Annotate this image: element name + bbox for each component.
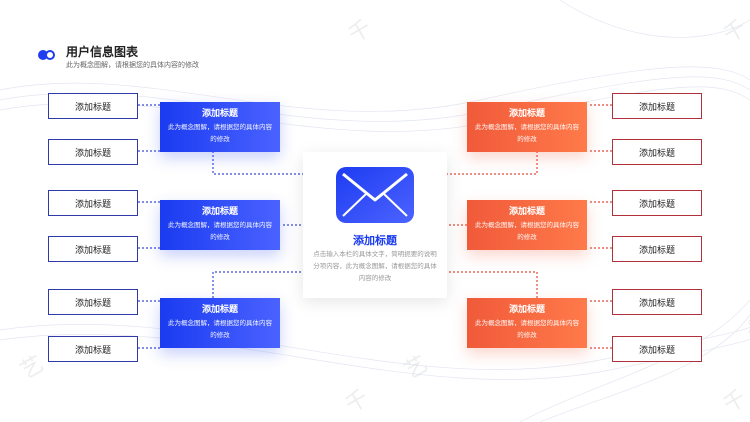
right-card-3: 添加标题 此为概念图解，请根据您的具体内容的修改 — [467, 298, 587, 348]
left-tag-6: 添加标题 — [48, 336, 138, 362]
left-tag-3: 添加标题 — [48, 190, 138, 216]
card-desc: 此为概念图解，请根据您的具体内容的修改 — [475, 123, 579, 143]
card-title: 添加标题 — [201, 109, 238, 119]
right-tag-3: 添加标题 — [612, 190, 702, 216]
right-tag-5: 添加标题 — [612, 289, 702, 315]
left-card-3: 添加标题 此为概念图解，请根据您的具体内容的修改 — [160, 298, 280, 348]
card-desc: 此为概念图解，请根据您的具体内容的修改 — [475, 319, 579, 339]
left-tag-5: 添加标题 — [48, 289, 138, 315]
card-desc: 此为概念图解，请根据您的具体内容的修改 — [168, 221, 272, 241]
right-tag-2: 添加标题 — [612, 139, 702, 165]
card-title: 添加标题 — [201, 305, 238, 315]
card-desc: 此为概念图解，请根据您的具体内容的修改 — [168, 319, 272, 339]
page-title: 用户信息图表 — [66, 45, 139, 59]
card-title: 添加标题 — [508, 305, 545, 315]
envelope-icon — [336, 167, 414, 223]
left-card-2: 添加标题 此为概念图解，请根据您的具体内容的修改 — [160, 200, 280, 250]
header-decoration-icon — [38, 50, 58, 60]
left-card-1: 添加标题 此为概念图解，请根据您的具体内容的修改 — [160, 102, 280, 152]
card-title: 添加标题 — [201, 207, 238, 217]
page-subtitle: 此为概念图解，请根据您的具体内容的修改 — [66, 61, 199, 69]
right-tag-4: 添加标题 — [612, 236, 702, 262]
right-card-1: 添加标题 此为概念图解，请根据您的具体内容的修改 — [467, 102, 587, 152]
card-desc: 此为概念图解，请根据您的具体内容的修改 — [168, 123, 272, 143]
right-tag-6: 添加标题 — [612, 336, 702, 362]
left-tag-1: 添加标题 — [48, 93, 138, 119]
right-card-2: 添加标题 此为概念图解，请根据您的具体内容的修改 — [467, 200, 587, 250]
left-tag-4: 添加标题 — [48, 236, 138, 262]
card-title: 添加标题 — [508, 207, 545, 217]
right-tag-1: 添加标题 — [612, 93, 702, 119]
center-title: 添加标题 — [353, 234, 397, 247]
card-desc: 此为概念图解，请根据您的具体内容的修改 — [475, 221, 579, 241]
left-tag-2: 添加标题 — [48, 139, 138, 165]
center-card: 添加标题 点击输入本栏的具体文字，简明扼要的说明分项内容，此为概念图解，请根据您… — [303, 152, 447, 298]
center-description: 点击输入本栏的具体文字，简明扼要的说明分项内容，此为概念图解，请根据您的具体内容… — [313, 250, 437, 282]
card-title: 添加标题 — [508, 109, 545, 119]
